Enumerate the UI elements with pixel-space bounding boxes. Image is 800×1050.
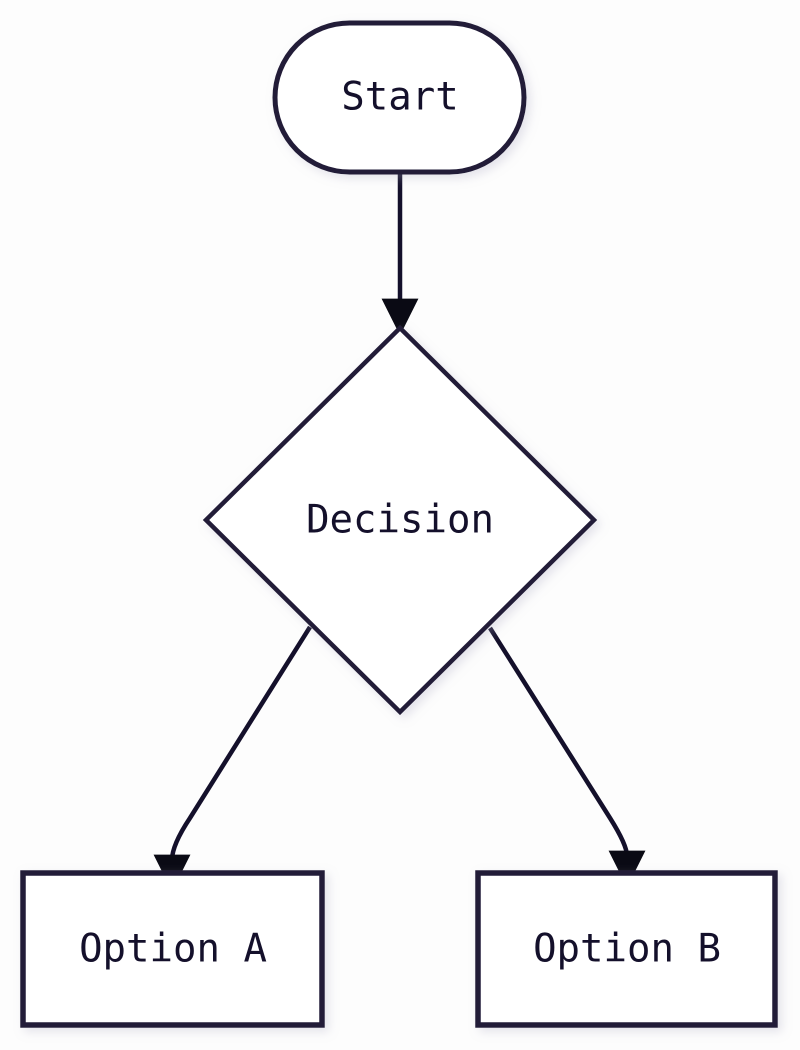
node-start[interactable]	[272, 20, 527, 175]
option-a-node-shape[interactable]	[20, 870, 325, 1028]
node-option-a[interactable]	[20, 870, 325, 1028]
start-node-shape[interactable]	[272, 20, 527, 175]
start-node-label: Start	[341, 75, 458, 120]
node-option-b[interactable]	[475, 870, 778, 1028]
edge-layer	[153, 172, 646, 892]
edge-decision-to-option-b[interactable]	[488, 626, 646, 888]
option-b-node-label: Option B	[533, 927, 721, 972]
decision-node-shape[interactable]	[202, 324, 598, 716]
node-decision[interactable]	[202, 324, 598, 716]
decision-node-label: Decision	[306, 498, 494, 543]
option-a-node-label: Option A	[79, 927, 267, 972]
option-b-node-shape[interactable]	[475, 870, 778, 1028]
edge-decision-to-option-a[interactable]	[153, 625, 312, 892]
